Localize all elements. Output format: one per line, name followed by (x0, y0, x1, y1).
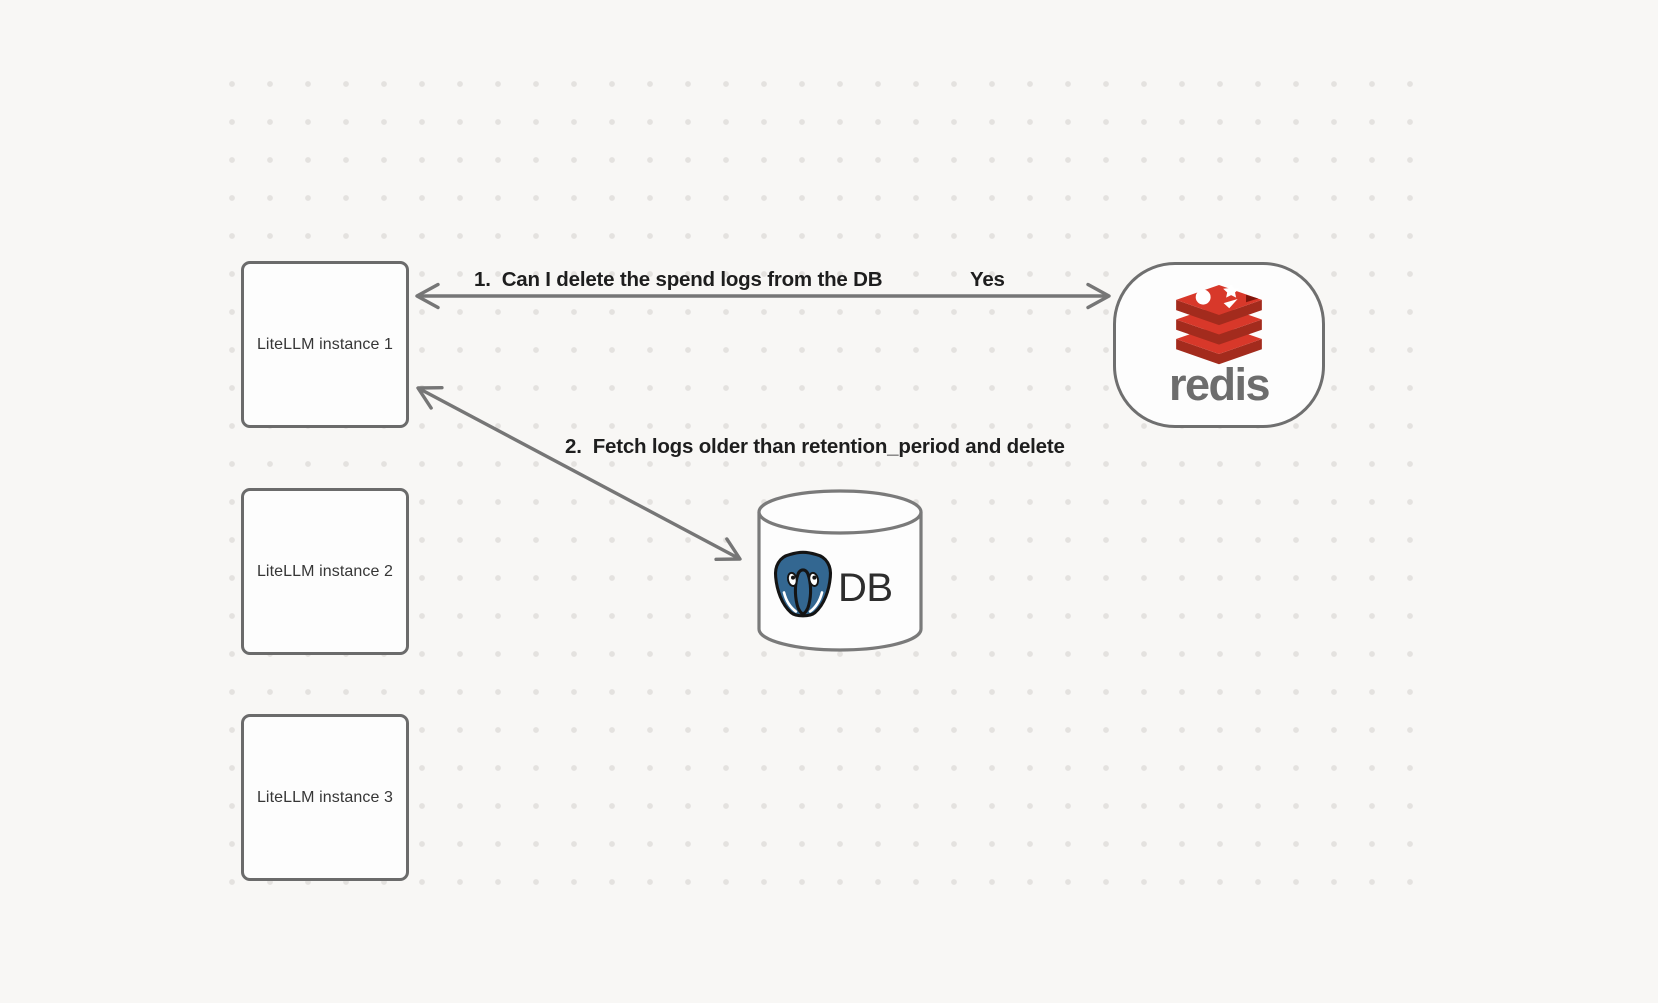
database-node[interactable]: DB (755, 488, 925, 656)
edge-2-label[interactable]: 2. Fetch logs older than retention_perio… (565, 435, 1065, 458)
litellm-instance-1-label: LiteLLM instance 1 (256, 335, 394, 353)
redis-wordmark: redis (1168, 359, 1271, 410)
postgresql-elephant-icon (773, 550, 833, 618)
litellm-instance-2-node[interactable]: LiteLLM instance 2 (241, 488, 409, 655)
redis-stack-icon (1176, 285, 1262, 365)
litellm-instance-3-node[interactable]: LiteLLM instance 3 (241, 714, 409, 881)
litellm-instance-2-label: LiteLLM instance 2 (256, 562, 394, 580)
db-label: DB (838, 566, 893, 610)
litellm-instance-3-label: LiteLLM instance 3 (256, 788, 394, 806)
edge-1-response-label[interactable]: Yes (970, 268, 1005, 291)
redis-node[interactable]: redis (1113, 262, 1325, 428)
edge-1-label[interactable]: 1. Can I delete the spend logs from the … (474, 268, 883, 291)
litellm-instance-1-node[interactable]: LiteLLM instance 1 (241, 261, 409, 428)
